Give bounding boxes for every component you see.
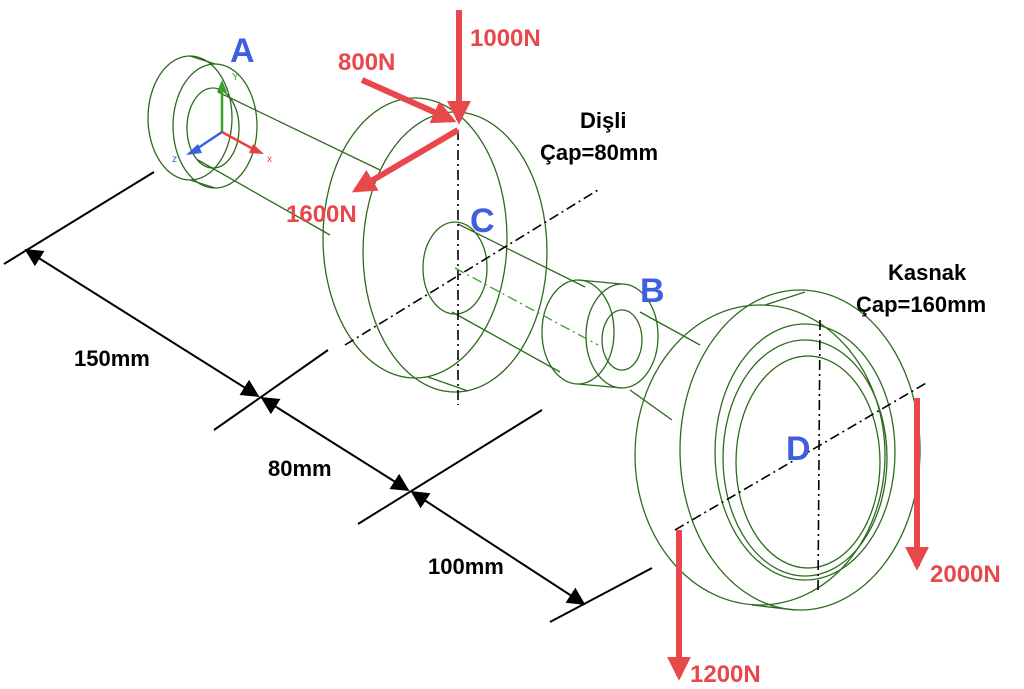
point-labels: A C B D — [230, 32, 811, 468]
triad-z-label: z — [172, 154, 177, 165]
part-labels: Dişli Çap=80mm Kasnak Çap=160mm — [540, 108, 986, 317]
center-lines — [344, 130, 929, 593]
dimension-80mm-label: 80mm — [268, 456, 332, 481]
pulley-name-label: Kasnak — [888, 260, 967, 285]
bearing-a — [147, 55, 258, 189]
dimension-150mm-line — [24, 249, 260, 397]
dimension-lines: 150mm 80mm 100mm — [3, 171, 653, 623]
force-800n-arrow — [360, 77, 457, 124]
force-1600n-label: 1600N — [286, 201, 357, 228]
triad-x-label: x — [267, 154, 272, 165]
dimension-80mm-line — [260, 397, 410, 491]
force-1600n-arrow — [351, 127, 460, 193]
triad-y-label: Y — [232, 72, 239, 83]
dimension-100mm-line — [410, 491, 586, 605]
point-c-label: C — [470, 202, 495, 240]
force-1200n-label: 1200N — [690, 661, 761, 688]
dimension-100mm-label: 100mm — [428, 554, 504, 579]
point-a-label: A — [230, 32, 255, 70]
pulley-diameter-label: Çap=160mm — [856, 292, 986, 317]
force-2000n-label: 2000N — [930, 561, 1001, 588]
gear-diameter-label: Çap=80mm — [540, 140, 658, 165]
coordinate-triad: Y x z — [172, 72, 272, 165]
gear-name-label: Dişli — [580, 108, 626, 133]
shaft-segment-ac — [197, 91, 381, 236]
point-b-label: B — [640, 272, 665, 310]
bearing-b — [541, 279, 659, 389]
shaft-segment-cb — [451, 223, 586, 373]
force-800n-label: 800N — [338, 49, 395, 76]
shaft-segment-bd — [629, 311, 701, 421]
dimension-150mm-label: 150mm — [74, 346, 150, 371]
point-d-label: D — [786, 430, 811, 468]
force-1000n-label: 1000N — [470, 25, 541, 52]
forces: 1000N 800N 1600N 1200N 2000N — [286, 10, 1001, 688]
